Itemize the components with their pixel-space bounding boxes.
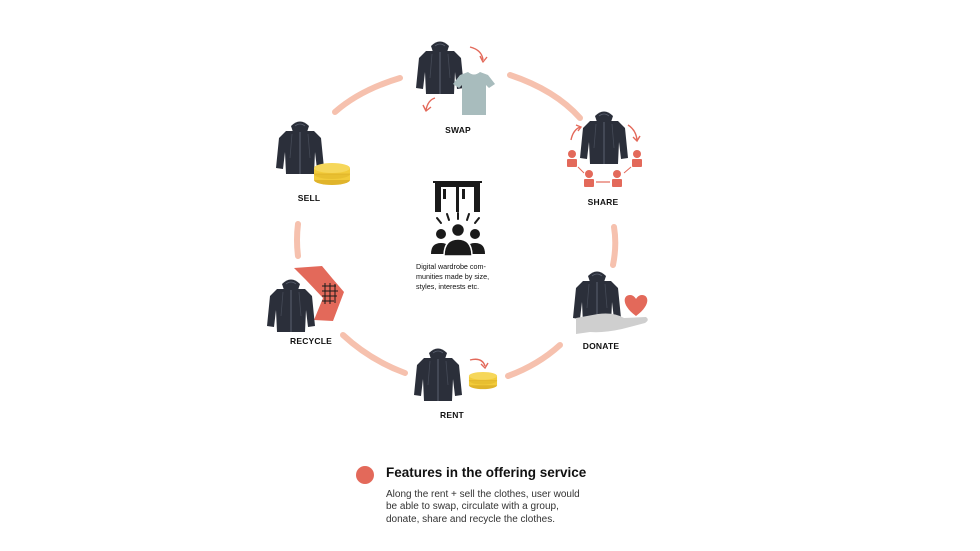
node-label-donate: DONATE (582, 341, 620, 351)
node-label-sell: SELL (297, 193, 321, 203)
legend-description: Along the rent + sell the clothes, user … (386, 489, 580, 525)
recycle-node (266, 266, 344, 333)
jacket-icon (579, 111, 629, 165)
community-wardrobe-icon (431, 181, 485, 257)
coin-stack-icon (313, 162, 351, 186)
fabric-patch-icon (322, 283, 338, 304)
heart-icon (624, 295, 648, 316)
tshirt-icon (453, 72, 495, 115)
ring-segment-share-donate (610, 224, 619, 268)
jacket-icon (266, 279, 316, 333)
ring-segment-recycle-sell (294, 221, 301, 259)
rent-node (413, 348, 498, 402)
cycle-ring (294, 72, 619, 379)
node-label-share: SHARE (587, 197, 619, 207)
node-label-swap: SWAP (445, 125, 471, 135)
share-arrows-icon (570, 124, 641, 143)
legend-title: Features in the offering service (386, 465, 587, 480)
recycle-shape-icon (294, 266, 344, 321)
node-label-rent: RENT (440, 410, 464, 420)
ring-segment-swap-share (507, 72, 583, 121)
center-description: Digital wardrobe com- munities made by s… (416, 262, 490, 291)
swap-node (415, 41, 495, 115)
node-label-recycle: RECYCLE (289, 336, 333, 346)
jacket-icon (413, 348, 463, 402)
ring-segment-rent-recycle (340, 332, 408, 376)
legend-dot (356, 466, 374, 484)
coin-stack-icon (468, 371, 498, 390)
sell-node (275, 121, 351, 186)
swap-arrows-icon (422, 46, 488, 112)
ring-segment-sell-swap (332, 75, 403, 115)
hand-icon (576, 313, 648, 334)
ring-segment-donate-rent (505, 342, 563, 379)
share-node (567, 111, 642, 187)
rent-arrow-icon (469, 358, 489, 370)
donate-node (572, 271, 648, 334)
group-people-icon (567, 150, 642, 187)
